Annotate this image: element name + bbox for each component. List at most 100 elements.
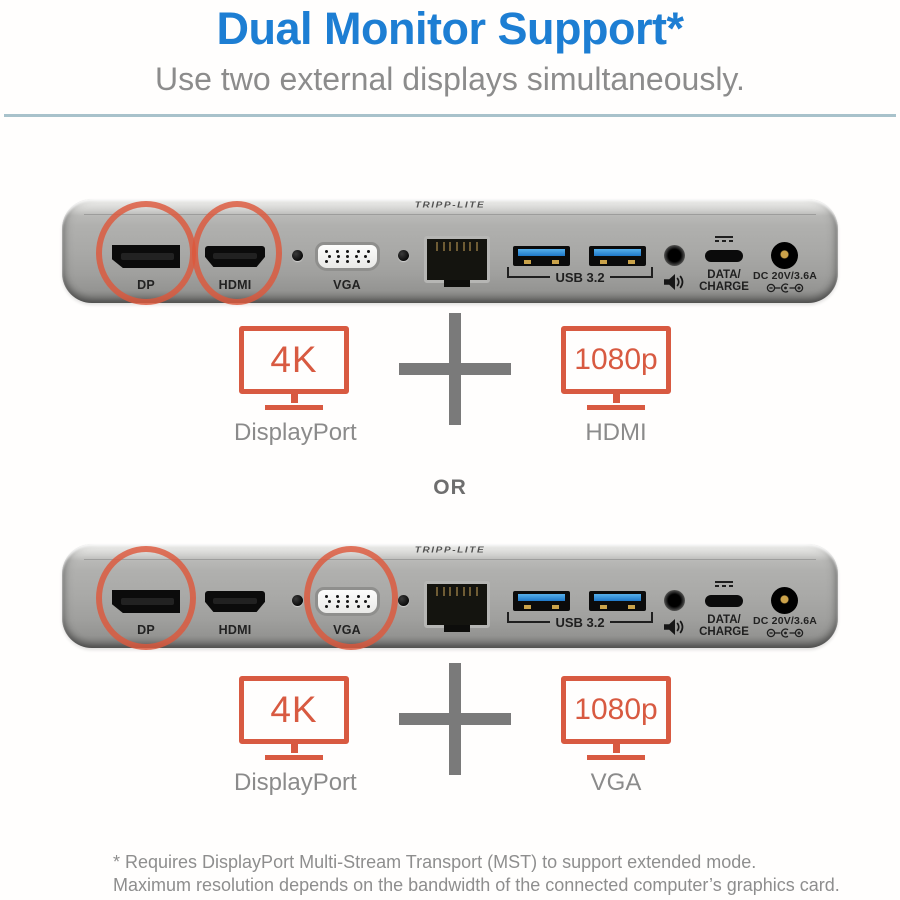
monitor-stand-stem <box>612 394 620 403</box>
plus-icon <box>399 663 511 775</box>
usb-contact <box>524 260 531 264</box>
usb-a-port-1 <box>513 591 570 611</box>
highlight-circle-vga <box>304 546 398 650</box>
resolution-text: 4K <box>270 689 318 730</box>
monitor-screen: 4K <box>239 676 349 744</box>
vga-pin-row <box>325 250 370 253</box>
bracket-line <box>609 267 654 278</box>
dc-power-label: DC 20V/3.6A <box>752 615 818 627</box>
monitor-stand-stem <box>290 744 298 753</box>
polarity-symbol-icon <box>766 281 804 299</box>
page-title: Dual Monitor Support* <box>216 3 684 54</box>
resolution-text: 1080p <box>574 693 658 726</box>
dc-power-label: DC 20V/3.6A <box>752 270 818 282</box>
usb-contact <box>600 605 607 609</box>
monitor-stand-stem <box>612 744 620 753</box>
header-divider <box>4 114 896 117</box>
dc-power-jack <box>771 587 798 614</box>
ethernet-pins <box>436 242 478 251</box>
usb-group-bracket: USB 3.2 <box>507 265 654 285</box>
ethernet-port <box>424 581 490 632</box>
speaker-icon <box>663 272 687 297</box>
usb-a-port-1 <box>513 246 570 266</box>
monitor-stand-base <box>265 755 323 760</box>
resolution-text: 1080p <box>574 343 658 376</box>
usb-blue-tab <box>594 594 641 601</box>
vga-pin-row <box>325 255 370 258</box>
bracket-line <box>507 612 551 623</box>
usb-contact <box>628 260 635 264</box>
connection-label: VGA <box>590 769 642 796</box>
dc-charge-symbol-icon <box>715 581 733 587</box>
docking-station-rear-panel-1: TRIPP-LITE DP HDMI VGA <box>62 199 838 305</box>
config-2-monitors: 4K DisplayPort 1080p VGA <box>0 663 900 798</box>
screw-hole <box>398 250 409 261</box>
monitor-stand-base <box>587 405 645 410</box>
connection-label: HDMI <box>585 419 647 446</box>
usb-contact <box>552 260 559 264</box>
ethernet-pins <box>436 587 478 596</box>
bracket-line <box>507 267 551 278</box>
monitor-icon-hdmi: 1080p HDMI <box>556 313 676 447</box>
usb-label: USB 3.2 <box>555 270 605 285</box>
hdmi-label: HDMI <box>218 623 252 637</box>
footnote: * Requires DisplayPort Multi-Stream Tran… <box>113 851 840 897</box>
charge-symbol-dashed-line <box>715 240 733 242</box>
charge-symbol-dashed-line <box>715 585 733 587</box>
vga-pin-row <box>325 260 370 263</box>
data-charge-label-line1: DATA/ <box>707 614 741 626</box>
polarity-symbol-icon <box>766 626 804 644</box>
monitor-stand-base <box>265 405 323 410</box>
screw-hole <box>292 250 303 261</box>
plus-icon <box>399 313 511 425</box>
vga-label: VGA <box>333 278 361 292</box>
highlight-circle-dp <box>96 546 196 650</box>
data-charge-label-line1: DATA/ <box>707 269 741 281</box>
hdmi-port <box>205 591 265 612</box>
monitor-screen: 4K <box>239 326 349 394</box>
screw-hole <box>398 595 409 606</box>
usb-contact <box>600 260 607 264</box>
connection-label: DisplayPort <box>234 769 357 796</box>
footnote-line1: * Requires DisplayPort Multi-Stream Tran… <box>113 852 757 872</box>
docking-station-rear-panel-2: TRIPP-LITE DP HDMI VGA <box>62 544 838 650</box>
monitor-icon-displayport: 4K DisplayPort <box>234 663 357 797</box>
port-slot <box>213 598 257 604</box>
data-charge-label-line2: CHARGE <box>699 281 749 293</box>
screw-hole <box>292 595 303 606</box>
monitor-icon-vga: 1080p VGA <box>556 663 676 797</box>
data-charge-label-line2: CHARGE <box>699 626 749 638</box>
brand-logo: TRIPP-LITE <box>414 546 486 555</box>
monitor-icon-displayport: 4K DisplayPort <box>234 313 357 447</box>
usb-label: USB 3.2 <box>555 615 605 630</box>
ethernet-port <box>424 236 490 287</box>
charge-symbol-solid-line <box>715 236 733 238</box>
usb-c-port <box>705 595 743 607</box>
audio-jack <box>664 590 685 611</box>
highlight-circle-hdmi <box>192 201 282 305</box>
usb-blue-tab <box>518 249 565 256</box>
vga-port <box>315 242 380 271</box>
audio-jack <box>664 245 685 266</box>
usb-blue-tab <box>518 594 565 601</box>
monitor-stand-base <box>587 755 645 760</box>
footnote-line2: Maximum resolution depends on the bandwi… <box>113 875 840 895</box>
usb-a-port-2 <box>589 246 646 266</box>
config-1-monitors: 4K DisplayPort 1080p HDMI <box>0 313 900 448</box>
usb-blue-tab <box>594 249 641 256</box>
dc-power-jack <box>771 242 798 269</box>
bracket-line <box>609 612 654 623</box>
usb-group-bracket: USB 3.2 <box>507 610 654 630</box>
plus-horizontal-bar <box>399 363 511 375</box>
ethernet-latch <box>444 625 470 632</box>
monitor-screen: 1080p <box>561 676 671 744</box>
usb-contact <box>524 605 531 609</box>
dc-charge-symbol-icon <box>715 236 733 242</box>
usb-contact <box>552 605 559 609</box>
usb-a-port-2 <box>589 591 646 611</box>
brand-logo: TRIPP-LITE <box>414 201 486 210</box>
usb-contact <box>628 605 635 609</box>
speaker-icon <box>663 617 687 642</box>
charge-symbol-solid-line <box>715 581 733 583</box>
